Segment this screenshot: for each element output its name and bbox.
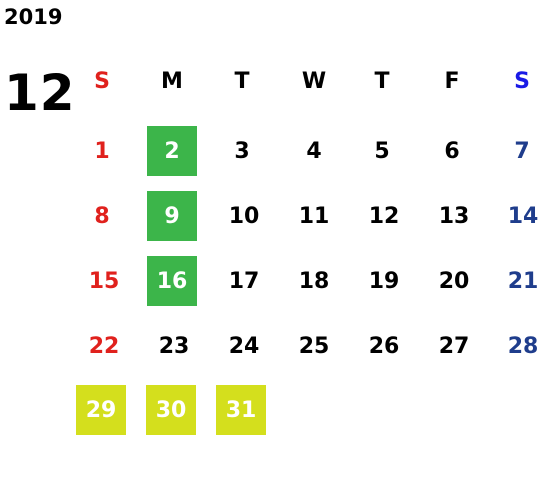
day-cell[interactable]: 24 bbox=[228, 333, 260, 359]
day-cell[interactable]: 8 bbox=[94, 203, 110, 229]
weekday-header-monday: M bbox=[161, 68, 183, 94]
day-cell[interactable]: 28 bbox=[507, 333, 539, 359]
day-cell[interactable]: 27 bbox=[438, 333, 470, 359]
weekday-header-tuesday: T bbox=[234, 68, 250, 94]
day-cell[interactable]: 4 bbox=[306, 138, 322, 164]
day-cell[interactable]: 19 bbox=[368, 268, 400, 294]
day-cell[interactable]: 6 bbox=[444, 138, 460, 164]
day-cell-highlighted[interactable]: 31 bbox=[216, 385, 266, 435]
day-cell-highlighted[interactable]: 29 bbox=[76, 385, 126, 435]
weekday-header-sunday: S bbox=[94, 68, 110, 94]
day-cell[interactable]: 25 bbox=[298, 333, 330, 359]
day-cell[interactable]: 20 bbox=[438, 268, 470, 294]
day-cell[interactable]: 17 bbox=[228, 268, 260, 294]
weekday-header-friday: F bbox=[444, 68, 460, 94]
day-cell[interactable]: 23 bbox=[158, 333, 190, 359]
day-cell-highlighted[interactable]: 16 bbox=[147, 256, 197, 306]
weekday-header-saturday: S bbox=[514, 68, 530, 94]
weekday-header-wednesday: W bbox=[301, 68, 327, 94]
day-cell[interactable]: 22 bbox=[88, 333, 120, 359]
month-label: 12 bbox=[4, 64, 76, 122]
day-cell[interactable]: 12 bbox=[368, 203, 400, 229]
day-cell[interactable]: 13 bbox=[438, 203, 470, 229]
day-cell[interactable]: 11 bbox=[298, 203, 330, 229]
day-cell[interactable]: 14 bbox=[507, 203, 539, 229]
day-cell[interactable]: 18 bbox=[298, 268, 330, 294]
day-cell-highlighted[interactable]: 9 bbox=[147, 191, 197, 241]
day-cell[interactable]: 21 bbox=[507, 268, 539, 294]
day-cell[interactable]: 3 bbox=[234, 138, 250, 164]
day-cell[interactable]: 10 bbox=[228, 203, 260, 229]
day-cell-highlighted[interactable]: 2 bbox=[147, 126, 197, 176]
day-cell[interactable]: 1 bbox=[94, 138, 110, 164]
day-cell[interactable]: 5 bbox=[374, 138, 390, 164]
day-cell-highlighted[interactable]: 30 bbox=[146, 385, 196, 435]
weekday-header-thursday: T bbox=[374, 68, 390, 94]
day-cell[interactable]: 15 bbox=[88, 268, 120, 294]
day-cell[interactable]: 7 bbox=[514, 138, 530, 164]
day-cell[interactable]: 26 bbox=[368, 333, 400, 359]
year-label: 2019 bbox=[4, 5, 63, 29]
